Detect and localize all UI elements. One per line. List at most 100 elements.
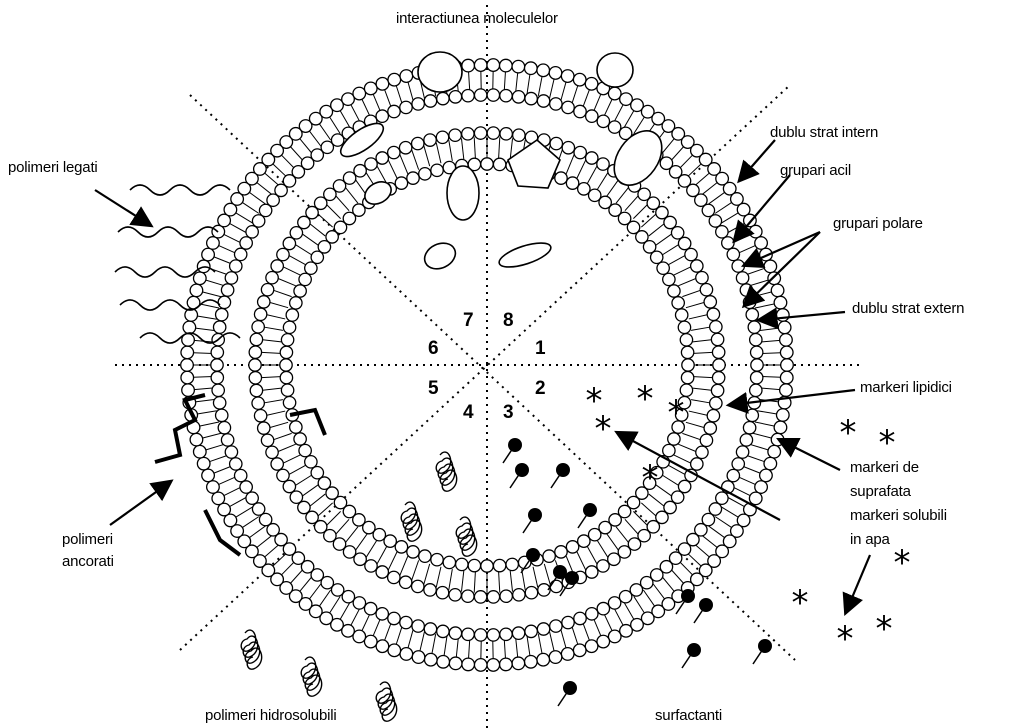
head-mid-inner [412,137,424,149]
outer-tail [749,444,768,450]
head-mid-outer [230,458,242,470]
head-mid-inner [678,480,690,492]
inner-tail [544,564,550,584]
outer-tail [687,164,702,178]
inner-tail [461,571,463,592]
outer-tail [385,89,392,108]
outer-tail [257,535,273,547]
head-inner [555,546,567,558]
head-mid-inner [277,469,289,481]
head-outer [749,225,762,238]
embedded-protein [597,53,633,87]
head-outer [197,457,210,470]
head-outer [755,237,768,250]
head-inner [663,444,675,456]
inner-tail [577,552,586,571]
outer-tail [236,213,253,223]
inner-tail [282,266,301,275]
head-outer [474,659,487,672]
head-inner [668,433,680,445]
head-inner [481,560,493,572]
head-outer [364,82,377,95]
head-outer [776,309,789,322]
outer-tail [214,466,233,473]
head-mid-inner [586,152,598,164]
inner-tail [388,160,397,179]
outer-tail [329,117,340,134]
head-mid-outer [424,623,436,635]
outer-tail [746,268,765,275]
head-mid-inner [258,422,270,434]
head-mid-inner [685,248,697,260]
outer-tail [281,561,295,575]
head-outer [774,421,787,434]
head-mid-inner [399,576,411,588]
outer-tail [340,602,350,619]
head-mid-inner [436,131,448,143]
inner-tail [355,534,367,551]
head-mid-inner [376,566,388,578]
inner-tail [625,195,639,211]
outer-tail [197,411,217,414]
head-mid-outer [376,110,388,122]
outer-tail [229,497,247,507]
head-mid-outer [727,469,739,481]
head-mid-inner [711,384,723,396]
head-inner [283,321,295,333]
head-mid-outer [608,597,620,609]
outer-tail [444,636,447,656]
inner-tail [287,465,305,475]
head-inner [555,172,567,184]
head-inner [566,541,578,553]
head-mid-inner [412,580,424,592]
head-inner [468,559,480,571]
outer-tail [662,576,675,591]
head-inner [384,535,396,547]
head-mid-inner [283,480,295,492]
head-mid-outer [574,105,586,117]
head-mid-inner [249,359,261,371]
head-outer [437,655,450,668]
outer-tail [242,202,259,213]
head-mid-inner [271,458,283,470]
inner-tail [259,352,280,353]
outer-tail [319,124,330,140]
head-mid-inner [354,165,366,177]
head-mid-inner [700,434,712,446]
head-outer [780,334,793,347]
head-inner [407,172,419,184]
head-inner [682,359,694,371]
head-mid-outer [743,296,755,308]
head-mid-outer [743,422,755,434]
head-mid-inner [550,137,562,149]
label-grupari-polare: grupari polare [833,214,923,233]
outer-tail [469,638,470,658]
head-mid-inner [424,134,436,146]
head-mid-outer [221,284,233,296]
head-inner [657,262,669,274]
head-mid-inner [283,237,295,249]
head-outer [376,640,389,653]
head-inner [680,334,692,346]
label-dublu-strat-intern: dublu strat intern [770,123,878,142]
head-inner [283,396,295,408]
outer-tail [694,173,709,186]
head-outer [771,433,784,446]
head-mid-inner [711,333,723,345]
outer-tail [218,476,236,484]
head-mid-outer [751,359,763,371]
head-inner [493,158,505,170]
head-mid-outer [437,625,449,637]
inner-tail [691,400,712,404]
head-mid-outer [487,89,499,101]
head-mid-outer [211,359,223,371]
head-mid-inner [597,560,609,572]
arrow-polimeri-ancorati [110,482,170,525]
outer-tail [702,182,718,194]
outer-tail [624,110,634,127]
encapsulated-molecule [447,166,479,220]
outer-tail [264,544,279,557]
outer-tail [593,94,601,112]
head-mid-outer [230,260,242,272]
outer-tail [516,73,518,93]
